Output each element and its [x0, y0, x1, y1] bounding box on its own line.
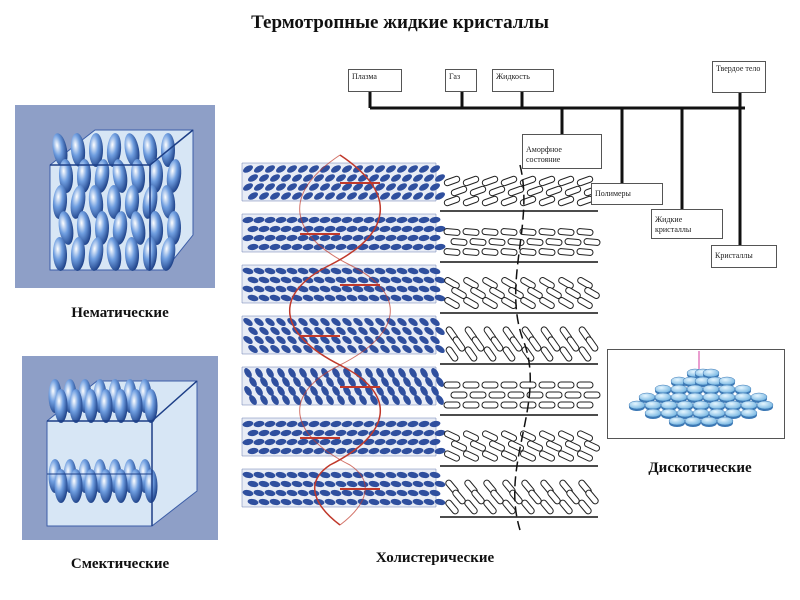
phase-box-plasma: Плазма [348, 69, 402, 92]
cholesteric-layers-image [241, 154, 446, 526]
slide-title: Термотропные жидкие кристаллы [251, 12, 549, 33]
phase-box-liquid: Жидкость [492, 69, 554, 92]
phase-box-crystals: Кристаллы [711, 245, 777, 268]
nematic-cube-image [15, 105, 215, 288]
smectic-caption: Смектические [70, 556, 170, 572]
nematic-caption: Нематические [71, 305, 169, 321]
phase-box-polymers: Полимеры [591, 183, 663, 205]
discotic-caption: Дискотические [648, 460, 752, 476]
discotic-columns-image [607, 349, 785, 439]
phase-box-liquid-crystals: Жидкие кристаллы [651, 209, 723, 239]
phase-box-gas: Газ [445, 69, 477, 92]
smectic-cube-image [22, 356, 218, 540]
cholesteric-caption: Холистерические [375, 550, 495, 566]
phase-box-amorphous: Аморфное состояние [522, 134, 602, 169]
phase-box-solid: Твердое тело [712, 61, 766, 93]
cholesteric-schematic-image [440, 164, 601, 531]
